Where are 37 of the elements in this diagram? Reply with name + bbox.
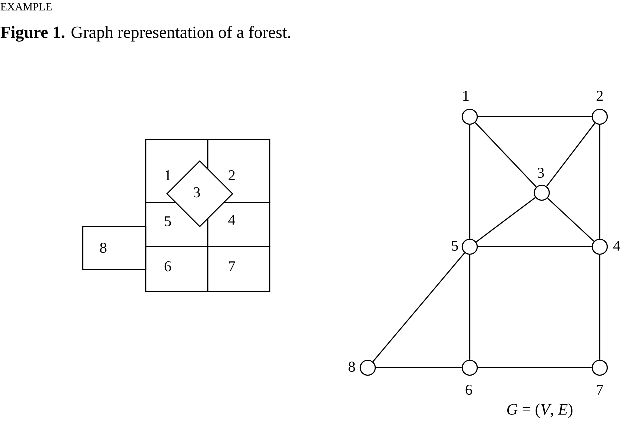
graph-edge bbox=[376, 367, 462, 369]
graph-edge bbox=[469, 255, 471, 360]
graph-edge bbox=[548, 198, 594, 242]
vertex-circle bbox=[462, 238, 478, 256]
vertex-number: 8 bbox=[348, 362, 356, 372]
vertex-circle bbox=[592, 238, 608, 256]
region-number: 2 bbox=[228, 170, 235, 180]
vertex-circle bbox=[462, 360, 478, 376]
map-region: 6 bbox=[145, 246, 209, 293]
vertex-circle bbox=[592, 360, 608, 376]
vertex-number: 4 bbox=[614, 241, 621, 251]
graph-edge bbox=[372, 252, 466, 362]
vertex-number: 7 bbox=[597, 385, 604, 395]
map-region: 8 bbox=[82, 226, 147, 271]
vertex-number: 6 bbox=[466, 384, 472, 396]
vertex-number: 3 bbox=[538, 168, 544, 178]
vertex-circle bbox=[462, 108, 478, 126]
graph-edge bbox=[476, 197, 536, 243]
figure-title: Figure 1. Graph representation of a forest. bbox=[0, 26, 290, 42]
vertex-number: 2 bbox=[596, 91, 603, 101]
vertex-circle bbox=[360, 360, 376, 376]
graph-edge bbox=[475, 122, 537, 188]
vertex-circle bbox=[534, 184, 550, 202]
region-number: 1 bbox=[166, 170, 171, 180]
graph-edge bbox=[469, 125, 471, 239]
graph-edge bbox=[546, 123, 596, 187]
example-heading: EXAMPLE bbox=[0, 3, 52, 11]
graph-edge bbox=[478, 246, 592, 248]
map-region: 7 bbox=[207, 246, 271, 293]
graph-edge bbox=[478, 367, 592, 369]
graph-caption: G = (V, E) bbox=[508, 404, 573, 418]
vertex-number: 5 bbox=[452, 241, 458, 251]
graph-edge bbox=[478, 116, 592, 118]
vertex-number: 1 bbox=[464, 91, 469, 101]
graph-edge bbox=[599, 255, 601, 360]
graph-edge bbox=[599, 125, 601, 239]
vertex-circle bbox=[592, 108, 608, 126]
